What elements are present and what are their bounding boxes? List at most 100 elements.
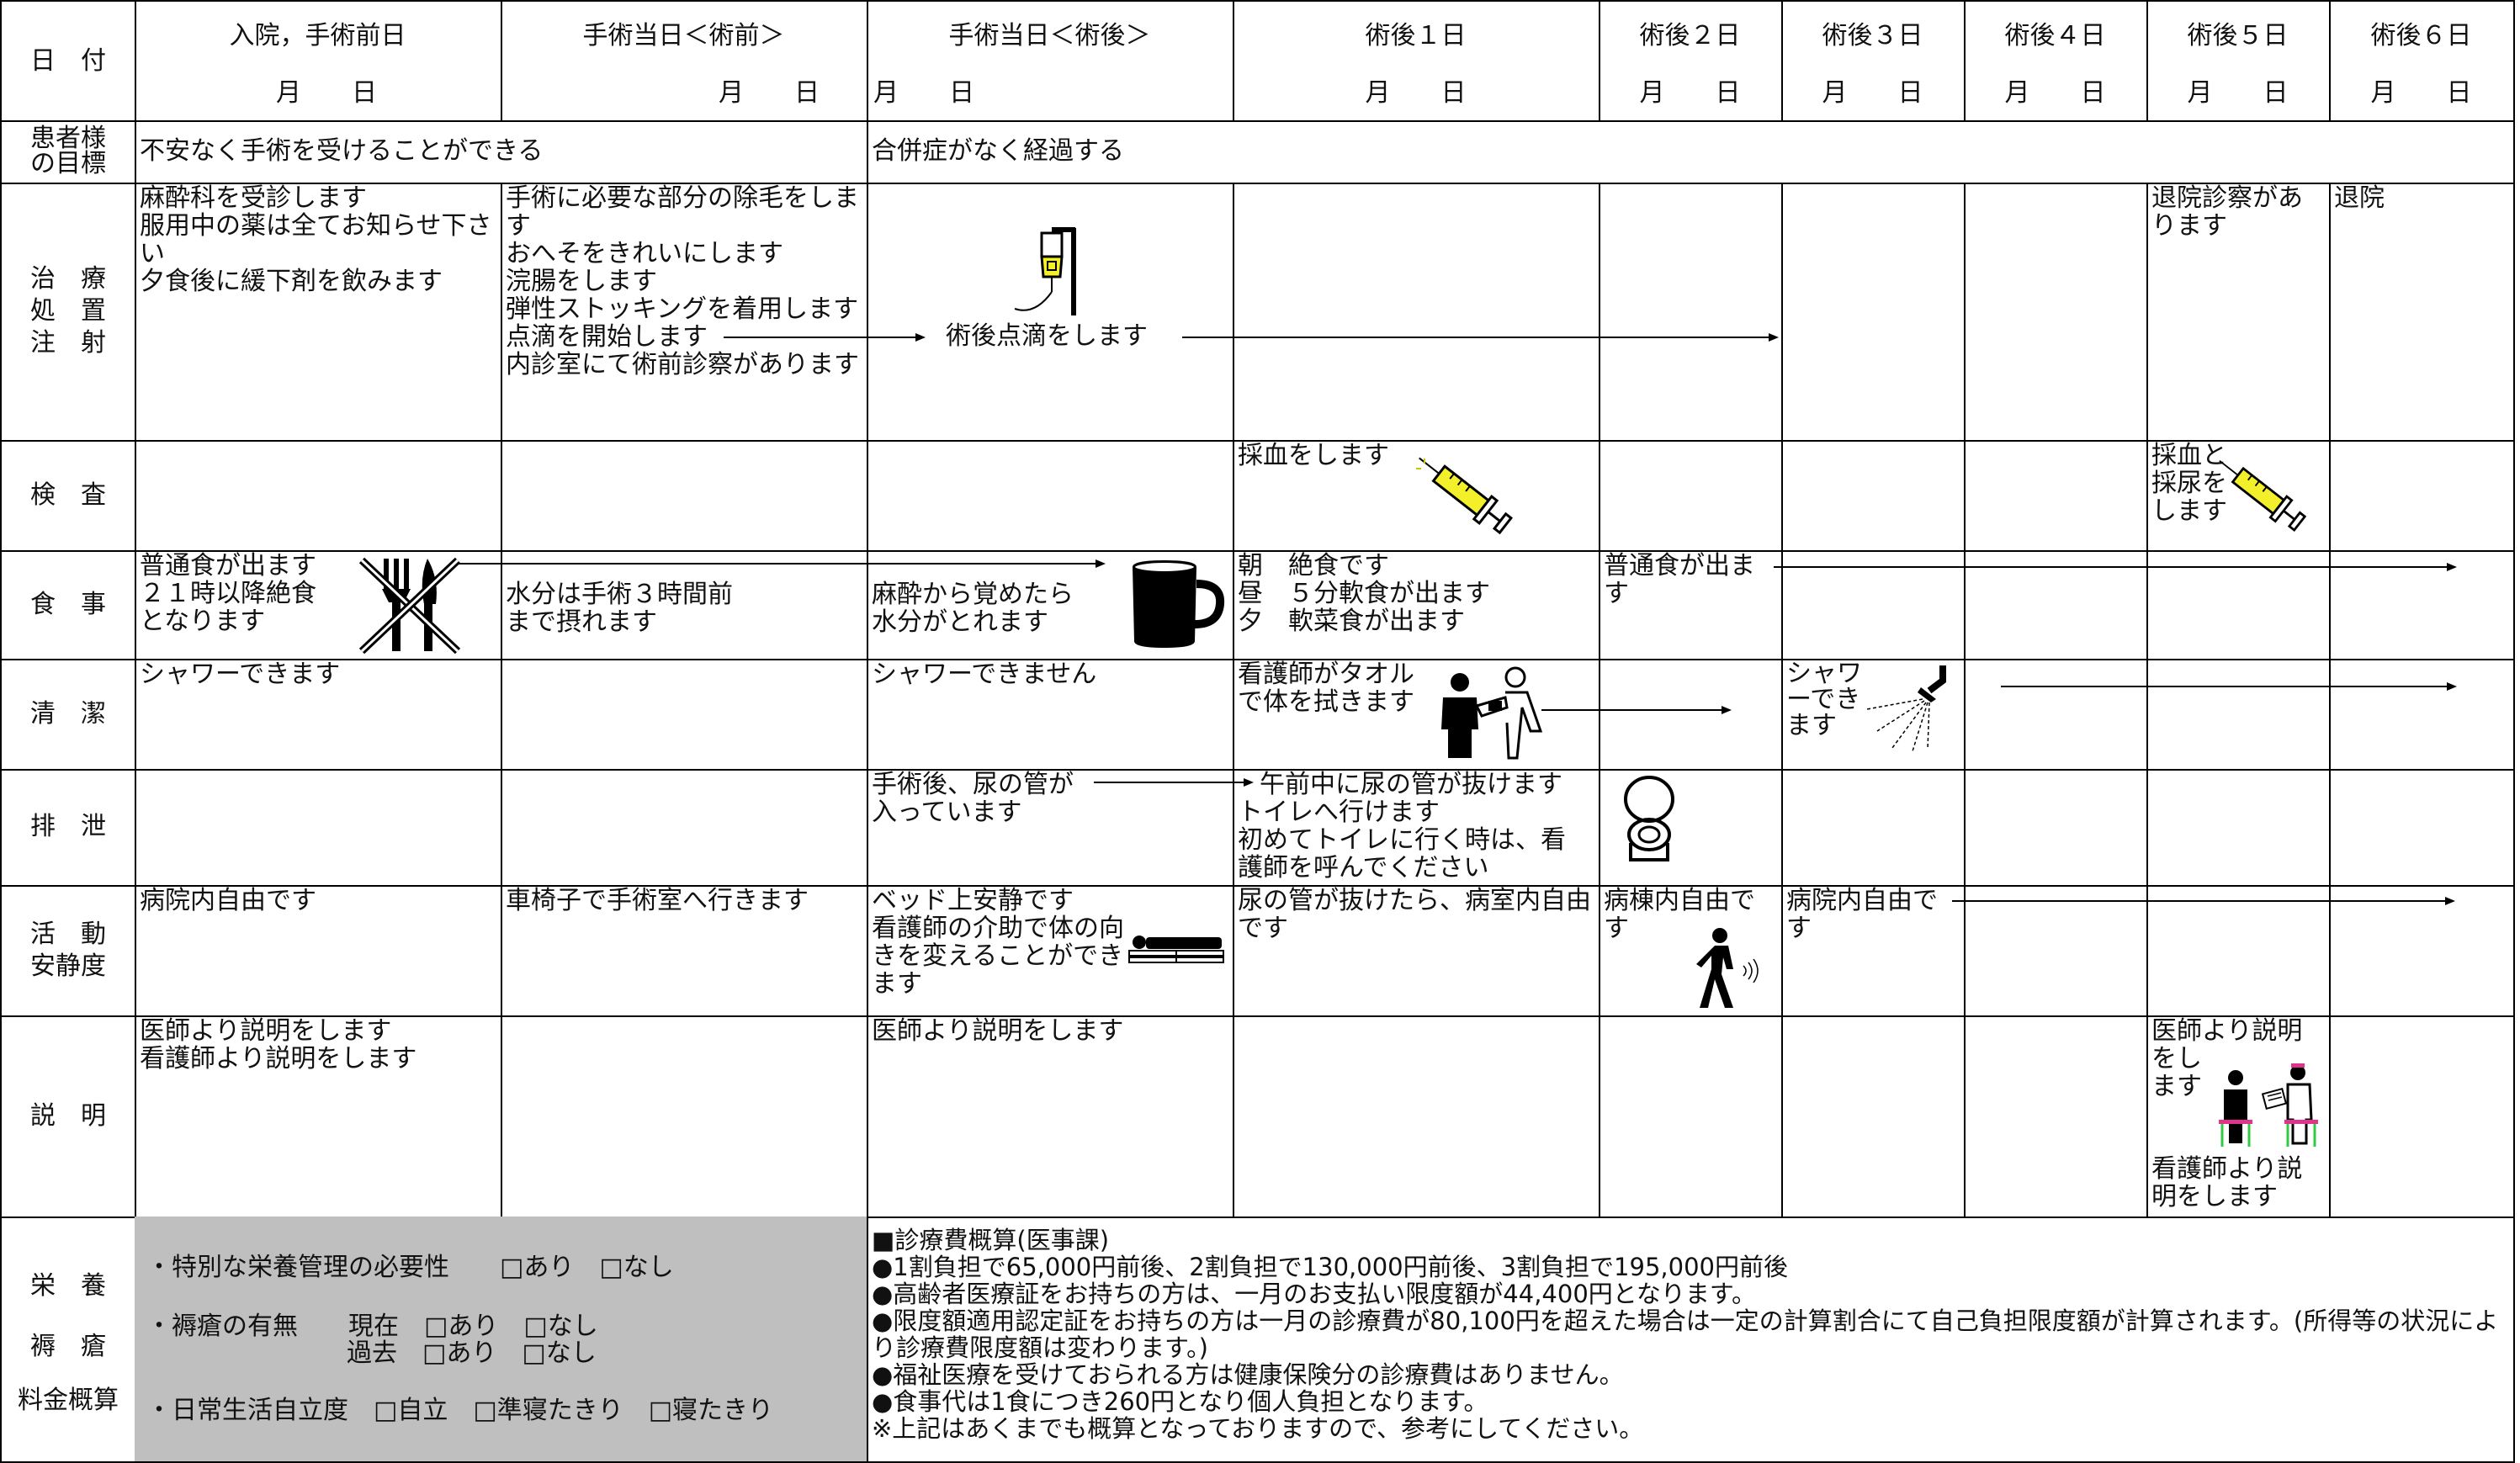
day-name: 術後５日 xyxy=(2187,21,2289,50)
day-header-9: 術後６日 月 日 xyxy=(2329,0,2515,122)
explanation-day6 xyxy=(1781,1015,1966,1218)
nurse-wiping-icon xyxy=(1441,666,1543,760)
blood-urine-test-label: 採血と 採尿を します xyxy=(2151,441,2227,526)
fee-estimate-label: 料金概算 xyxy=(18,1386,119,1415)
excretion-day1 xyxy=(135,769,502,887)
excretion-day6 xyxy=(1781,769,1966,887)
catheter-removal-text: 午前中に尿の管が抜けます xyxy=(1260,770,1562,799)
doctor-explain-text: 医師より説明をし ます xyxy=(2151,1016,2303,1101)
meal-day7 xyxy=(1964,550,2148,660)
day-date: 月 日 xyxy=(1639,78,1741,108)
hygiene-day4: 看護師がタオル で体を拭きます xyxy=(1233,659,1600,771)
exam-day4: 採血をします xyxy=(1233,440,1600,552)
hygiene-day3: シャワーできません xyxy=(867,659,1234,771)
day-date: 月 日 xyxy=(276,78,377,108)
hygiene-day6-text: シャワ ーでき ます xyxy=(1786,659,1862,740)
excretion-row-label: 排 泄 xyxy=(0,769,136,887)
fee-note: ※上記はあくまでも概算となっておりますので、参考にしてください。 xyxy=(872,1414,1644,1443)
hygiene-day5 xyxy=(1599,659,1783,771)
walking-person-icon xyxy=(1696,928,1759,1008)
goals-row-label: 患者様 の目標 xyxy=(0,120,136,184)
meal-day1: 普通食が出ます ２１時以降絶食 となります xyxy=(135,550,502,660)
bed-rest-text: ベッド上安静です 看護師の介助で体の向きを変えることができます xyxy=(872,886,1124,999)
day-name: 術後３日 xyxy=(1822,21,1923,50)
day-date: 月 日 xyxy=(873,78,974,108)
treatment-day7 xyxy=(1964,183,2148,442)
day-date: 月 日 xyxy=(1365,78,1467,108)
nurse-explain-text: 看護師より説明をします xyxy=(2151,1154,2303,1211)
meal-day6 xyxy=(1781,550,1966,660)
hygiene-day2 xyxy=(501,659,868,771)
fee-estimate-panel: ■診療費概算(医事課) ●1割負担で65,000円前後、2割負担で130,000… xyxy=(867,1217,2515,1463)
exam-day6 xyxy=(1781,440,1966,552)
activity-day1: 病院内自由です xyxy=(135,885,502,1017)
hygiene-row-label: 清 潔 xyxy=(0,659,136,771)
explanation-day1: 医師より説明をします 看護師より説明をします xyxy=(135,1015,502,1218)
iv-drip-icon xyxy=(1014,227,1076,315)
activity-day4: 尿の管が抜けたら、病室内自由です xyxy=(1233,885,1600,1017)
meal-day8 xyxy=(2146,550,2331,660)
excretion-day8 xyxy=(2146,769,2331,887)
hygiene-day4-text: 看護師がタオル で体を拭きます xyxy=(1238,660,1414,717)
explanation-day3: 医師より説明をします xyxy=(867,1015,1234,1218)
meal-row-label: 食 事 xyxy=(0,550,136,660)
treatment-row-label: 治 療 処 置 注 射 xyxy=(0,183,136,442)
shower-icon xyxy=(1866,665,1946,752)
activity-day9 xyxy=(2329,885,2515,1017)
date-row-label: 日 付 xyxy=(0,0,136,122)
explanation-day8: 医師より説明をし ます 看護師より説明をします xyxy=(2146,1015,2331,1218)
fee-line: ●福祉医療を受けておられる方は健康保険分の診療費はありません。 xyxy=(872,1360,1624,1389)
day-header-1: 入院，手術前日 月 日 xyxy=(135,0,502,122)
fee-line: ●高齢者医療証をお持ちの方は、一月のお支払い限度額が44,400円となります。 xyxy=(872,1280,1757,1308)
activity-day8 xyxy=(2146,885,2331,1017)
excretion-day9 xyxy=(2329,769,2515,887)
exam-day8: 採血と 採尿を します xyxy=(2146,440,2331,552)
day-header-3: 手術当日＜術後＞ 月 日 xyxy=(867,0,1234,122)
treatment-day1: 麻酔科を受診します 服用中の薬は全てお知らせ下さい 夕食後に緩下剤を飲みます xyxy=(135,183,502,442)
day-header-7: 術後４日 月 日 xyxy=(1964,0,2148,122)
treatment-day8: 退院診察があります xyxy=(2146,183,2331,442)
nutrition-label: 栄 養 xyxy=(30,1271,106,1301)
day-header-4: 術後１日 月 日 xyxy=(1233,0,1600,122)
excretion-day5 xyxy=(1599,769,1783,887)
activity-day5: 病棟内自由です xyxy=(1599,885,1783,1017)
hospital-free-text: 病院内自由です xyxy=(1786,886,1938,943)
goal-post-surgery: 合併症がなく経過する xyxy=(867,120,2515,184)
day-header-6: 術後３日 月 日 xyxy=(1781,0,1966,122)
exam-day9 xyxy=(2329,440,2515,552)
exam-row-label: 検 査 xyxy=(0,440,136,552)
excretion-day7 xyxy=(1964,769,2148,887)
day-name: 術後６日 xyxy=(2370,21,2472,50)
hygiene-day1: シャワーできます xyxy=(135,659,502,771)
hygiene-day7 xyxy=(1964,659,2148,771)
explanation-day4 xyxy=(1233,1015,1600,1218)
fee-line: ●限度額適用認定証をお持ちの方は一月の診療費が80,100円を超えた場合は一定の… xyxy=(872,1307,2499,1362)
bed-rest-icon xyxy=(1128,936,1224,963)
exam-day3 xyxy=(867,440,1234,552)
explanation-row-label: 説 明 xyxy=(0,1015,136,1218)
meal-day1-text: 普通食が出ます ２１時以降絶食 となります xyxy=(140,551,316,636)
meal-day9 xyxy=(2329,550,2515,660)
exam-day5 xyxy=(1599,440,1783,552)
nutrition-management-check: ・特別な栄養管理の必要性 □あり □なし xyxy=(146,1253,674,1282)
syringe-icon xyxy=(1416,457,1514,535)
day-name: 術後２日 xyxy=(1639,21,1741,50)
excretion-day3: 手術後、尿の管が 入っています xyxy=(867,769,1234,887)
day-name: 手術当日＜術後＞ xyxy=(948,21,1151,50)
explanation-day5 xyxy=(1599,1015,1783,1218)
goal-pre-surgery: 不安なく手術を受けることができる xyxy=(135,120,868,184)
pressure-ulcer-label: 褥 瘡 xyxy=(30,1332,106,1361)
meal-day3: 麻酔から覚めたら 水分がとれます xyxy=(867,550,1234,660)
hygiene-day9 xyxy=(2329,659,2515,771)
exam-day2 xyxy=(501,440,868,552)
day-header-5: 術後２日 月 日 xyxy=(1599,0,1783,122)
activity-day3: ベッド上安静です 看護師の介助で体の向きを変えることができます xyxy=(867,885,1234,1017)
activity-day7 xyxy=(1964,885,2148,1017)
treatment-day2: 手術に必要な部分の除毛をします おへそをきれいにします 浣腸をします 弾性ストッ… xyxy=(501,183,868,442)
meal-day2: 水分は手術３時間前 まで摂れます xyxy=(501,550,868,660)
exam-day7 xyxy=(1964,440,2148,552)
treatment-day6 xyxy=(1781,183,1966,442)
activity-day6: 病院内自由です xyxy=(1781,885,1966,1017)
fee-heading: ■診療費概算(医事課) xyxy=(872,1226,1110,1254)
